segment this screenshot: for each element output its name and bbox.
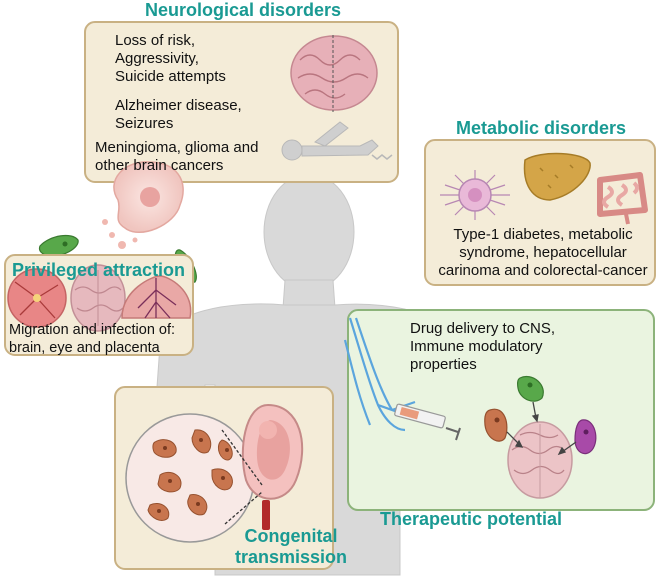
metabolic-text: Type-1 diabetes, metabolic syndrome, hep… <box>438 226 648 279</box>
magnified-parasites-icon <box>125 413 255 543</box>
therapeutic-box <box>347 309 655 511</box>
parasite-icon <box>517 376 544 402</box>
metabolic-title: Metabolic disorders <box>456 118 627 138</box>
neuro-title: Neurological disorders <box>145 0 342 20</box>
congenital-title: Congenital transmission <box>235 526 348 567</box>
macrophage-icon <box>102 161 184 249</box>
arrow-icon <box>506 401 577 456</box>
fetus-icon <box>241 403 304 530</box>
neuro-item-1: Loss of risk, Aggressivity, Suicide atte… <box>115 32 226 85</box>
therapeutic-text: Drug delivery to CNS, Immune modulatory … <box>410 320 556 373</box>
parasite-icon <box>484 408 508 442</box>
zoom-line <box>224 491 263 525</box>
brain-icon <box>70 264 126 332</box>
brain-icon <box>290 35 378 112</box>
lying-person-icon <box>281 121 393 161</box>
liver-icon <box>523 152 591 201</box>
privileged-text: Migration and infection of: brain, eye a… <box>9 322 176 356</box>
therapeutic-title: Therapeutic potential <box>380 509 563 529</box>
intestine-icon <box>597 172 648 225</box>
placenta-icon <box>121 275 192 319</box>
neuro-item-2: Alzheimer disease, Seizures <box>115 97 242 132</box>
privileged-title: Privileged attraction <box>12 260 186 280</box>
parasite-icon <box>38 234 79 257</box>
neuro-item-3: Meningioma, glioma and other brain cance… <box>95 139 259 174</box>
retina-icon <box>7 268 67 328</box>
syringe-icon <box>394 403 461 441</box>
tumor-cell-icon <box>440 170 510 220</box>
brain-icon <box>507 421 573 499</box>
parasite-icon <box>574 419 597 455</box>
vein-icon <box>343 317 421 432</box>
zoom-line <box>221 429 263 486</box>
metabolic-box <box>424 139 656 286</box>
